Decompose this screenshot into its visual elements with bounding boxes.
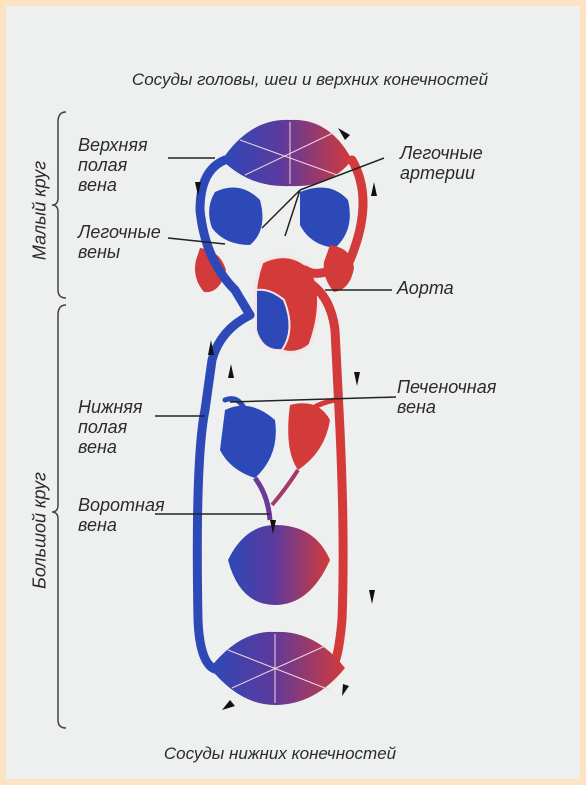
- lower-limb-bed: [210, 632, 345, 705]
- small-circle-bracket: [52, 112, 66, 298]
- liver-bed: [220, 403, 330, 520]
- intestine-bed: [228, 525, 330, 605]
- head-capillary-bed: [222, 120, 352, 186]
- large-circle-bracket: [52, 305, 66, 728]
